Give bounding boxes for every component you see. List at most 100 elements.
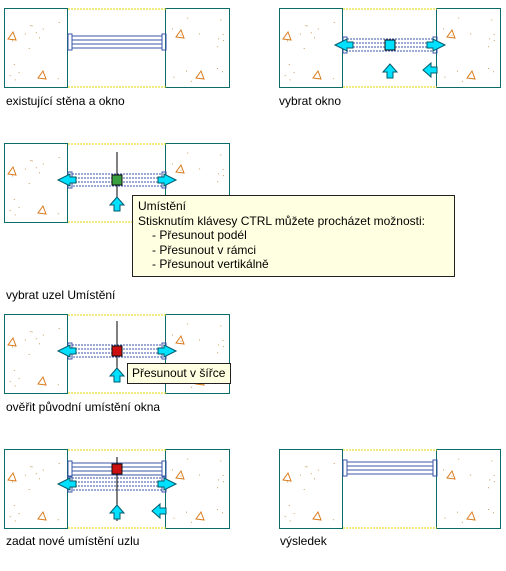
wall-hatch-dot bbox=[287, 481, 288, 483]
wall-hatch-dot bbox=[218, 173, 220, 175]
wall-hatch-dot bbox=[470, 33, 472, 35]
wall-hatch-dot bbox=[457, 70, 458, 72]
wall-hatch-dot bbox=[288, 64, 290, 65]
wall-hatch-dot bbox=[470, 474, 472, 476]
caption-select-node: vybrat uzel Umístění bbox=[6, 288, 116, 302]
wall-hatch-dot bbox=[458, 17, 460, 19]
flip-grip bbox=[422, 61, 438, 79]
width-grip-left bbox=[333, 38, 354, 52]
width-grip-right bbox=[157, 344, 178, 358]
diagram-select-window[interactable] bbox=[279, 8, 501, 90]
diagram-enter-new[interactable] bbox=[4, 449, 230, 531]
wall-hatch-dot bbox=[220, 19, 222, 21]
tooltip-option-along: - Přesunout podél bbox=[152, 228, 247, 242]
tooltip-location-hint: Stisknutím klávesy CTRL můžete procházet… bbox=[138, 213, 425, 228]
wall-hatch-dot bbox=[458, 458, 460, 460]
wall-hatch-dot bbox=[18, 72, 20, 74]
wall-block-left bbox=[4, 314, 68, 394]
diagram-existing bbox=[4, 8, 230, 88]
wall-hatch-dot bbox=[28, 354, 30, 355]
wall-marker-triangle bbox=[37, 69, 47, 80]
wall-hatch-dot bbox=[491, 460, 493, 462]
wall-hatch-dot bbox=[314, 37, 315, 39]
caption-result: výsledek bbox=[280, 534, 327, 548]
wall-hatch-dot bbox=[443, 28, 444, 30]
wall-hatch-dot bbox=[222, 481, 224, 483]
wall-hatch-dot bbox=[35, 167, 37, 169]
wall-hatch-dot bbox=[24, 474, 26, 476]
wall-hatch-dot bbox=[172, 28, 173, 30]
location-node-hover bbox=[111, 174, 123, 186]
wall-hatch-dot bbox=[31, 331, 33, 333]
wall-hatch-dot bbox=[13, 199, 15, 200]
location-node-active bbox=[111, 463, 123, 475]
wall-hatch-dot bbox=[42, 469, 44, 471]
wall-hatch-dot bbox=[443, 469, 444, 471]
wall-hatch-dot bbox=[199, 474, 201, 476]
wall-hatch-dot bbox=[217, 509, 218, 510]
caption-existing: existující stěna a okno bbox=[6, 94, 125, 108]
tooltip-location: Umístění Stisknutím klávesy CTRL můžete … bbox=[132, 195, 455, 277]
wall-hatch-dot bbox=[28, 183, 30, 184]
wall-hatch-dot bbox=[172, 163, 173, 165]
wall-block-right bbox=[165, 449, 230, 529]
wall-hatch-dot bbox=[293, 72, 295, 74]
wall-hatch-dot bbox=[333, 22, 335, 23]
wall-hatch-dot bbox=[13, 64, 15, 65]
wall-marker-triangle bbox=[7, 30, 17, 41]
wall-marker-triangle bbox=[7, 336, 17, 347]
wall-hatch-dot bbox=[31, 25, 33, 27]
wall-hatch-dot bbox=[493, 34, 495, 35]
wall-hatch-dot bbox=[187, 17, 189, 19]
wall-hatch-dot bbox=[58, 463, 60, 464]
window-jamb-left bbox=[342, 459, 348, 477]
wall-marker-triangle bbox=[466, 510, 476, 521]
wall-hatch-dot bbox=[488, 487, 490, 489]
wall-hatch-dot bbox=[187, 152, 189, 154]
window-jamb-left bbox=[67, 33, 73, 51]
diagram-verify[interactable] bbox=[4, 314, 230, 396]
wall-hatch-dot bbox=[187, 458, 189, 460]
wall-hatch-dot bbox=[199, 33, 201, 35]
panel-existing bbox=[4, 8, 230, 90]
wall-hatch-dot bbox=[222, 340, 224, 341]
wall-hatch-dot bbox=[493, 40, 495, 42]
wall-block-right bbox=[165, 8, 230, 88]
width-grip-left bbox=[56, 344, 77, 358]
wall-hatch-dot bbox=[488, 46, 490, 48]
wall-hatch-dot bbox=[493, 71, 494, 73]
wall-marker-triangle bbox=[175, 469, 185, 480]
wall-hatch-dot bbox=[14, 385, 16, 387]
wall-hatch-dot bbox=[289, 79, 291, 81]
wall-hatch-dot bbox=[222, 475, 224, 476]
wall-hatch-dot bbox=[9, 381, 11, 383]
depth-grip-up bbox=[108, 367, 126, 383]
depth-grip-up bbox=[381, 63, 399, 79]
location-node-active bbox=[111, 345, 123, 357]
wall-hatch-dot bbox=[287, 40, 288, 42]
wall-hatch-dot bbox=[218, 479, 220, 481]
wall-hatch-dot bbox=[30, 331, 32, 333]
wall-hatch-dot bbox=[180, 169, 182, 171]
wall-hatch-dot bbox=[24, 33, 26, 35]
wall-hatch-dot bbox=[222, 71, 223, 73]
wall-hatch-dot bbox=[172, 469, 173, 471]
tooltip-width: Přesunout v šířce bbox=[127, 363, 232, 384]
wall-hatch-dot bbox=[303, 489, 305, 490]
wall-hatch-dot bbox=[42, 334, 44, 336]
wall-hatch-dot bbox=[57, 519, 59, 521]
wall-block-left bbox=[4, 449, 68, 529]
wall-hatch-dot bbox=[333, 463, 335, 464]
wall-hatch-dot bbox=[173, 517, 175, 519]
wall-hatch-dot bbox=[39, 343, 40, 345]
wall-hatch-dot bbox=[217, 46, 219, 48]
panel-result bbox=[279, 449, 501, 531]
wall-marker-triangle bbox=[175, 163, 185, 174]
window-frame bbox=[346, 461, 434, 475]
wall-hatch-dot bbox=[491, 19, 493, 21]
window-jamb-left bbox=[67, 460, 73, 478]
window-jamb-right bbox=[161, 460, 167, 478]
wall-hatch-dot bbox=[18, 207, 20, 209]
wall-block-left bbox=[279, 8, 343, 88]
wall-hatch-dot bbox=[457, 511, 458, 513]
